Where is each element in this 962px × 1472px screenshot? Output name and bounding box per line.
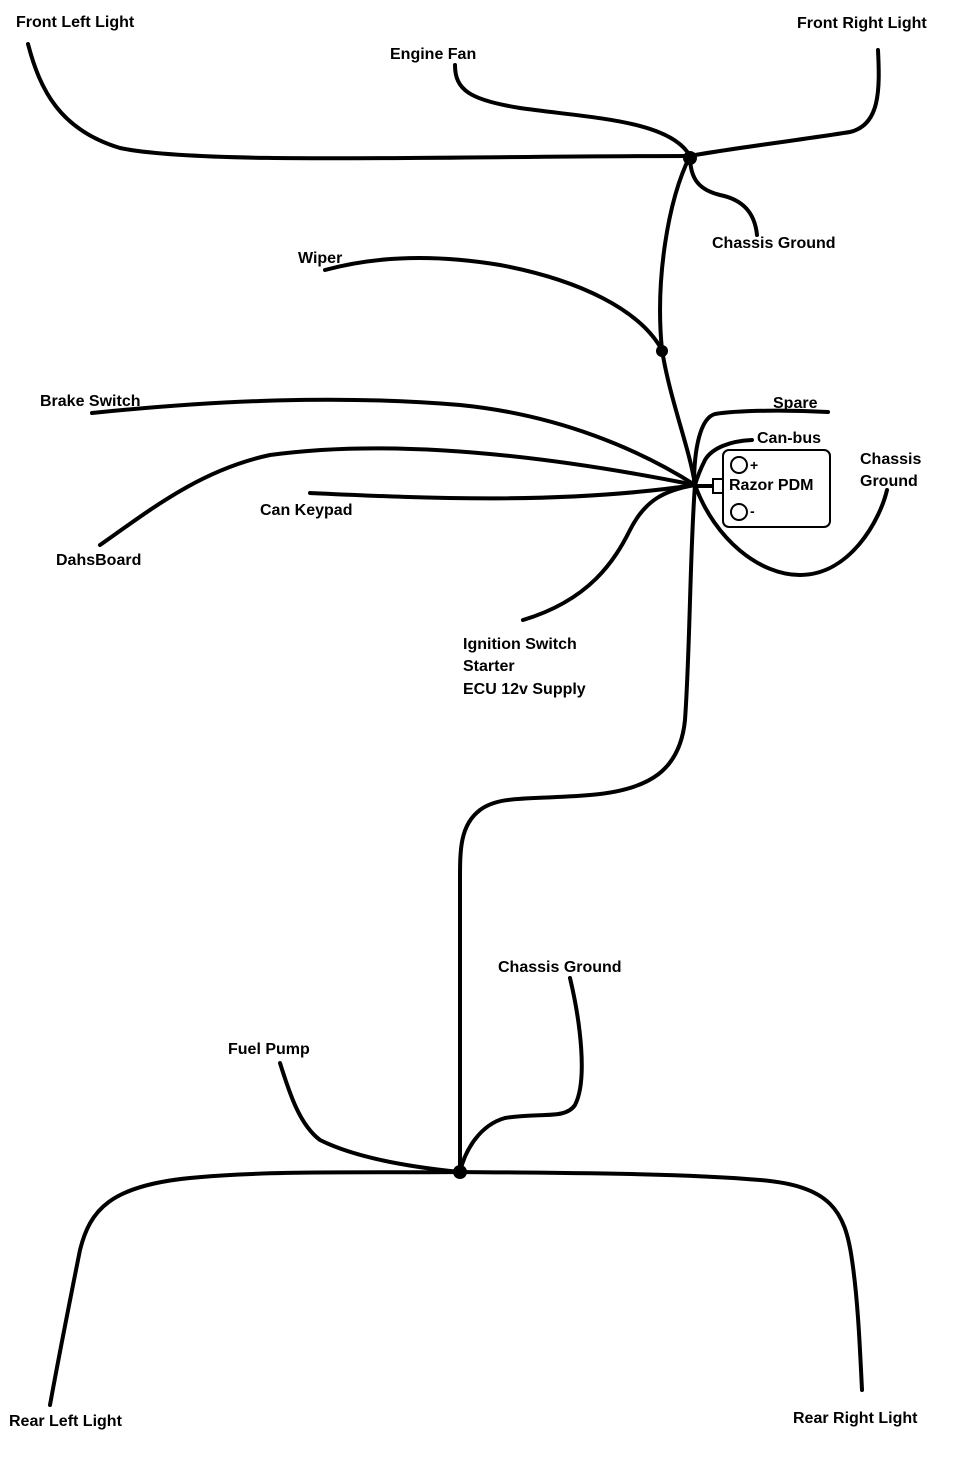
label-can-keypad: Can Keypad	[260, 502, 352, 519]
label-chassis-ground-front: Chassis Ground	[712, 235, 836, 252]
label-rear-left-light: Rear Left Light	[9, 1413, 123, 1430]
razor-pdm-box	[722, 449, 831, 528]
wire-ignition	[521, 483, 697, 622]
label-rear-right-light: Rear Right Light	[793, 1410, 918, 1427]
junction-front	[683, 151, 697, 165]
label-can-bus: Can-bus	[757, 430, 821, 447]
wire-can-keypad	[308, 483, 697, 501]
label-wiper: Wiper	[298, 250, 342, 267]
pdm-negative-terminal	[730, 503, 748, 521]
wire-trunk-front	[658, 154, 697, 487]
wire-dashboard	[98, 446, 697, 547]
wire-chassis-ground-front	[688, 154, 759, 237]
label-chassis-ground-pdm-1: Chassis	[860, 451, 921, 468]
wire-fuel-pump	[278, 1061, 462, 1174]
wire-chassis-ground-pdm	[693, 483, 889, 577]
pdm-name-label: Razor PDM	[729, 477, 813, 494]
wire-chassis-ground-rear	[458, 976, 584, 1174]
wire-trunk-rear	[458, 483, 697, 1174]
wire-brake-switch	[90, 397, 697, 487]
label-chassis-ground-rear: Chassis Ground	[498, 959, 622, 976]
wire-rear-right-light	[458, 1170, 864, 1392]
label-engine-fan: Engine Fan	[390, 46, 476, 63]
pdm-positive-label: +	[750, 457, 758, 473]
wire-spare	[692, 408, 830, 487]
label-spare: Spare	[773, 395, 818, 412]
wire-front-right-light	[688, 48, 881, 158]
label-front-left-light: Front Left Light	[16, 14, 135, 31]
label-starter: Starter	[463, 658, 515, 675]
junction-wiper	[656, 345, 668, 357]
wire-front-left-light	[26, 42, 692, 161]
label-fuel-pump: Fuel Pump	[228, 1041, 310, 1058]
pdm-positive-terminal	[730, 456, 748, 474]
label-front-right-light: Front Right Light	[797, 15, 927, 32]
wire-engine-fan	[453, 63, 692, 158]
label-chassis-ground-pdm-2: Ground	[860, 473, 918, 490]
wire-wiper	[323, 256, 664, 352]
label-dashboard: DahsBoard	[56, 552, 141, 569]
wire-rear-left-light	[48, 1170, 462, 1407]
pdm-negative-label: -	[750, 503, 755, 519]
label-brake-switch: Brake Switch	[40, 393, 140, 410]
wire-can-bus	[693, 438, 754, 487]
label-ecu-supply: ECU 12v Supply	[463, 681, 586, 698]
junction-rear	[453, 1165, 467, 1179]
label-ignition-switch: Ignition Switch	[463, 636, 577, 653]
pdm-connector	[712, 478, 724, 494]
